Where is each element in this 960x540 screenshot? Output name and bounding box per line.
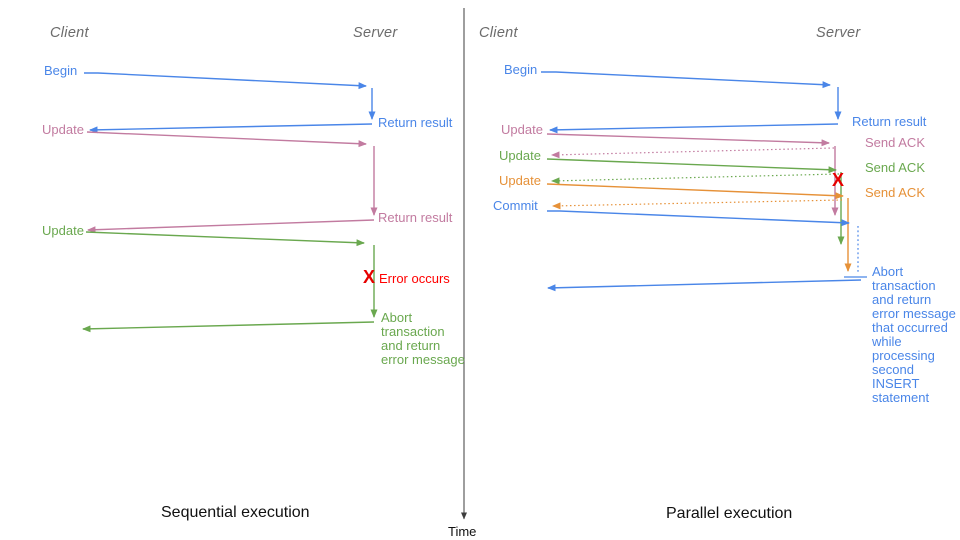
text-line: while xyxy=(872,334,902,349)
text-line: INSERT xyxy=(872,376,920,391)
par-send-ack-2-dashed-arrow xyxy=(551,173,840,185)
par-update-1-request-arrow xyxy=(546,133,830,147)
par-error-x-icon: X xyxy=(832,170,845,190)
seq-begin-label: Begin xyxy=(44,63,78,78)
par-update-1-label: Update xyxy=(501,122,543,137)
seq-abort-return-arrow xyxy=(82,321,375,333)
par-commit-request-arrow xyxy=(547,210,850,227)
par-update-3-label: Update xyxy=(499,173,541,188)
text-line: Abort xyxy=(381,310,413,325)
text-line: transaction xyxy=(381,324,445,339)
par-server-header: Server xyxy=(816,25,861,41)
seq-return-result-2-arrow xyxy=(87,219,375,234)
seq-update-2-label: Update xyxy=(42,223,84,238)
par-return-result-arrow xyxy=(549,123,839,134)
seq-error-occurs-label: Error occurs xyxy=(379,271,450,286)
par-begin-label: Begin xyxy=(504,62,538,77)
seq-caption: Sequential execution xyxy=(161,504,310,521)
seq-update-1-request-arrow xyxy=(86,131,367,148)
par-client-header: Client xyxy=(479,25,518,41)
seq-begin-request-arrow xyxy=(84,72,367,90)
par-send-ack-1-dashed-arrow xyxy=(551,147,835,159)
par-update-2-label: Update xyxy=(499,148,541,163)
text-line: error message xyxy=(381,352,465,367)
par-update-3-request-arrow xyxy=(546,183,844,200)
par-send-ack-3-dashed-arrow xyxy=(552,199,843,210)
seq-client-header: Client xyxy=(50,25,89,41)
seq-return-result-1-arrow xyxy=(89,123,373,134)
text-line: and return xyxy=(872,292,932,307)
par-update-2-request-arrow xyxy=(546,158,837,174)
par-commit-label: Commit xyxy=(493,198,538,213)
text-line: second xyxy=(872,362,914,377)
par-begin-request-arrow xyxy=(541,71,831,89)
time-axis-label: Time xyxy=(448,524,477,539)
text-line: error message xyxy=(872,306,956,321)
text-line: transaction xyxy=(872,278,936,293)
par-send-ack-3-label: Send ACK xyxy=(865,185,925,200)
seq-update-1-label: Update xyxy=(42,122,84,137)
text-line: that occurred xyxy=(872,320,948,335)
text-line: and return xyxy=(381,338,441,353)
seq-return-result-1-label: Return result xyxy=(378,115,453,130)
par-send-ack-1-label: Send ACK xyxy=(865,135,925,150)
seq-update-2-request-arrow xyxy=(85,231,365,247)
seq-server-header: Server xyxy=(353,25,398,41)
par-abort-return-arrow xyxy=(547,279,862,292)
text-line: processing xyxy=(872,348,935,363)
text-line: statement xyxy=(872,390,930,405)
par-send-ack-2-label: Send ACK xyxy=(865,160,925,175)
par-caption: Parallel execution xyxy=(666,505,793,522)
par-return-result-label: Return result xyxy=(852,114,927,129)
text-line: Abort xyxy=(872,264,904,279)
seq-error-x-icon: X xyxy=(363,267,376,287)
seq-return-result-2-label: Return result xyxy=(378,210,453,225)
